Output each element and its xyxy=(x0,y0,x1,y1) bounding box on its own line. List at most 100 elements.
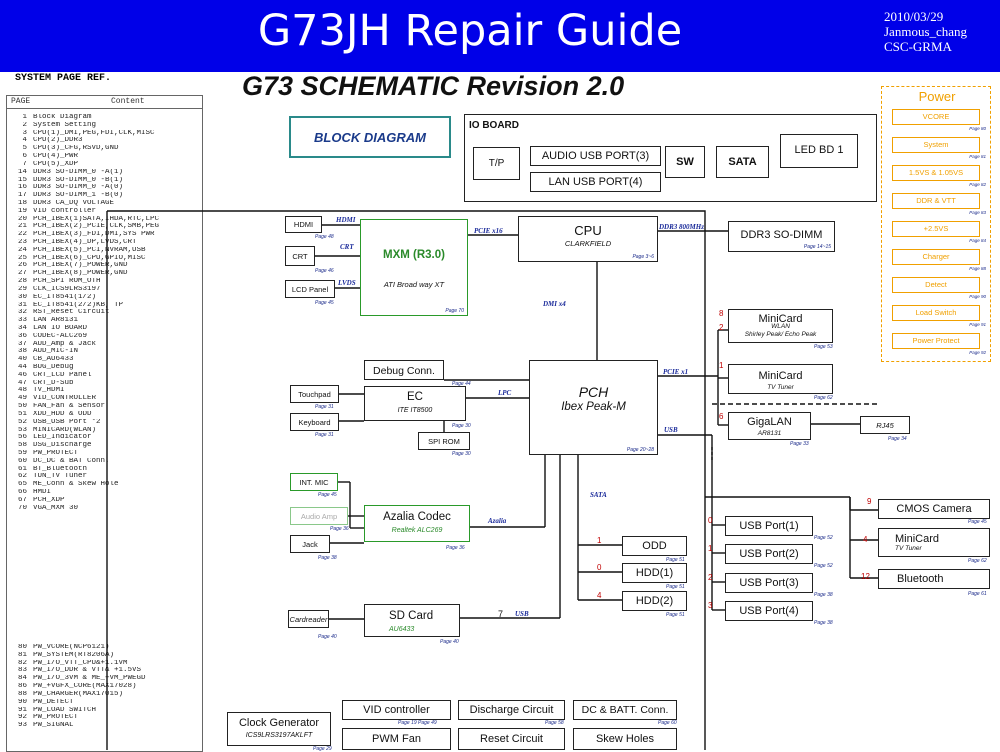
power-item-page: Page 81 xyxy=(969,154,986,159)
index-row-content: EC_IT8541(2/2)KB, TP xyxy=(33,301,124,309)
hdd1-num: 0 xyxy=(597,563,602,572)
index-row-content: PW_+VGFX_CORE(MAX17028) xyxy=(33,683,137,691)
power-item-page: Page 83 xyxy=(969,210,986,215)
azalia-page: Page 36 xyxy=(446,545,465,551)
index-row-page: 49 xyxy=(17,395,27,403)
index-row-page: 88 xyxy=(17,690,27,698)
intmic-page: Page 45 xyxy=(318,492,337,498)
index-row-page: 83 xyxy=(17,667,27,675)
azalia-box: Azalia Codec Realtek ALC269 xyxy=(364,505,470,542)
minicard-tv-page: Page 62 xyxy=(814,395,833,401)
power-item-page: Page 88 xyxy=(969,266,986,271)
vid-name: VID controller xyxy=(363,704,430,716)
rj45-page: Page 34 xyxy=(888,436,907,442)
index-row-content: USB_USB Port *2 xyxy=(33,418,101,426)
pch-name: PCH xyxy=(578,384,609,400)
index-row-page: 4 xyxy=(22,137,27,145)
dmi-bus: DMI x4 xyxy=(543,300,566,308)
index-row-page: 36 xyxy=(17,332,27,340)
sdcard-box: SD Card AU6433 xyxy=(364,604,460,637)
cpu-box: CPU CLARKFIELD Page 3~6 xyxy=(518,216,658,262)
odd-box: ODD xyxy=(622,536,687,556)
gigalan-num: 6 xyxy=(719,412,724,421)
spirom-page: Page 30 xyxy=(452,451,471,457)
index-row-page: 47 xyxy=(17,379,27,387)
index-row-page: 56 xyxy=(17,434,27,442)
crt-name: CRT xyxy=(292,252,308,261)
lcd-page: Page 45 xyxy=(315,300,334,306)
index-row-content: CPU(4)_PWR xyxy=(33,153,79,161)
index-row-page: 26 xyxy=(17,262,27,270)
sdcard-num: 7 xyxy=(498,609,504,619)
index-row-content: PW_I/O_DDR & VTT& +1.5VS xyxy=(33,667,142,675)
gigalan-name: GigaLAN xyxy=(747,416,792,428)
index-row-page: 67 xyxy=(17,496,27,504)
wlan-num: 2 xyxy=(719,323,724,332)
ddr3-bus: DDR3 800MHz xyxy=(659,223,704,231)
minicard-usb-page: Page 62 xyxy=(968,558,987,564)
index-row-content: CPU(1)_DMI,PEG,FDI,CLK,MISC xyxy=(33,129,155,137)
index-row-content: TUN_TV Tuner xyxy=(33,473,88,481)
sdcard-page: Page 40 xyxy=(440,639,459,645)
usb3-num: 2 xyxy=(708,573,713,582)
power-item-label: Detect xyxy=(925,280,947,289)
usb1-box: USB Port(1) xyxy=(725,516,813,536)
index-row-content: PCH_IBEX(6)_CPU,GPIO,MISC xyxy=(33,254,146,262)
cmos-num: 9 xyxy=(867,497,872,506)
ddr3-name: DDR3 SO-DIMM xyxy=(740,229,823,241)
sdcard-bus: USB xyxy=(515,610,529,618)
index-row-content: LAN AR8131 xyxy=(33,317,79,325)
debug-name: Debug Conn. xyxy=(373,365,435,377)
hdd2-page: Page 51 xyxy=(666,612,685,618)
index-row-page: 65 xyxy=(17,481,27,489)
usb4-num: 3 xyxy=(708,601,713,610)
block-diagram-label: BLOCK DIAGRAM xyxy=(314,130,426,145)
index-row-page: 18 xyxy=(17,199,27,207)
power-title: Power xyxy=(918,89,956,104)
minicard-wlan-box: MiniCard WLAN Shirley Peak/ Echo Peak xyxy=(728,309,833,343)
io-board-title: IO BOARD xyxy=(469,120,519,131)
index-row-page: 44 xyxy=(17,364,27,371)
header-dept: CSC-GRMA xyxy=(884,39,952,54)
index-row-content: DDR3 SO-DIMM_0 -A(0) xyxy=(33,184,124,192)
power-item-page: Page 82 xyxy=(969,182,986,187)
minicard-wlan-name: MiniCard xyxy=(758,313,803,325)
header-bar: G73JH Repair Guide 2010/03/29 Janmous_ch… xyxy=(0,0,1000,72)
pch-sub: Ibex Peak-M xyxy=(561,401,626,413)
index-row-content: PW_DETECT xyxy=(33,698,74,706)
usb2-num: 1 xyxy=(708,544,713,553)
index-row-page: 60 xyxy=(17,457,27,465)
index-row-content: CPU(3)_CFG,RSVD,GND xyxy=(33,145,119,153)
pcie-bus: PCIE x1 xyxy=(663,368,689,376)
io-tp: T/P xyxy=(488,158,505,169)
index-header: PAGE Content xyxy=(7,96,202,109)
vid-box: VID controller xyxy=(342,700,451,720)
minicard-tv-box: MiniCard TV Tuner xyxy=(728,364,833,394)
cardreader-box: Cardreader xyxy=(288,610,329,628)
intmic-name: INT. MIC xyxy=(299,478,329,487)
index-row-page: 31 xyxy=(17,301,27,309)
power-item: Detect xyxy=(892,277,980,293)
ddr3-box: DDR3 SO-DIMM Page 14~15 xyxy=(728,221,835,252)
cpu-name: CPU xyxy=(574,223,602,238)
index-row-page: 27 xyxy=(17,270,27,278)
clock-page: Page 29 xyxy=(313,746,332,752)
skew-box: Skew Holes xyxy=(573,728,677,750)
index-row-content: PW_PROTECT xyxy=(33,714,79,722)
index-row-content: CPU(2)_DDR3 xyxy=(33,137,83,145)
